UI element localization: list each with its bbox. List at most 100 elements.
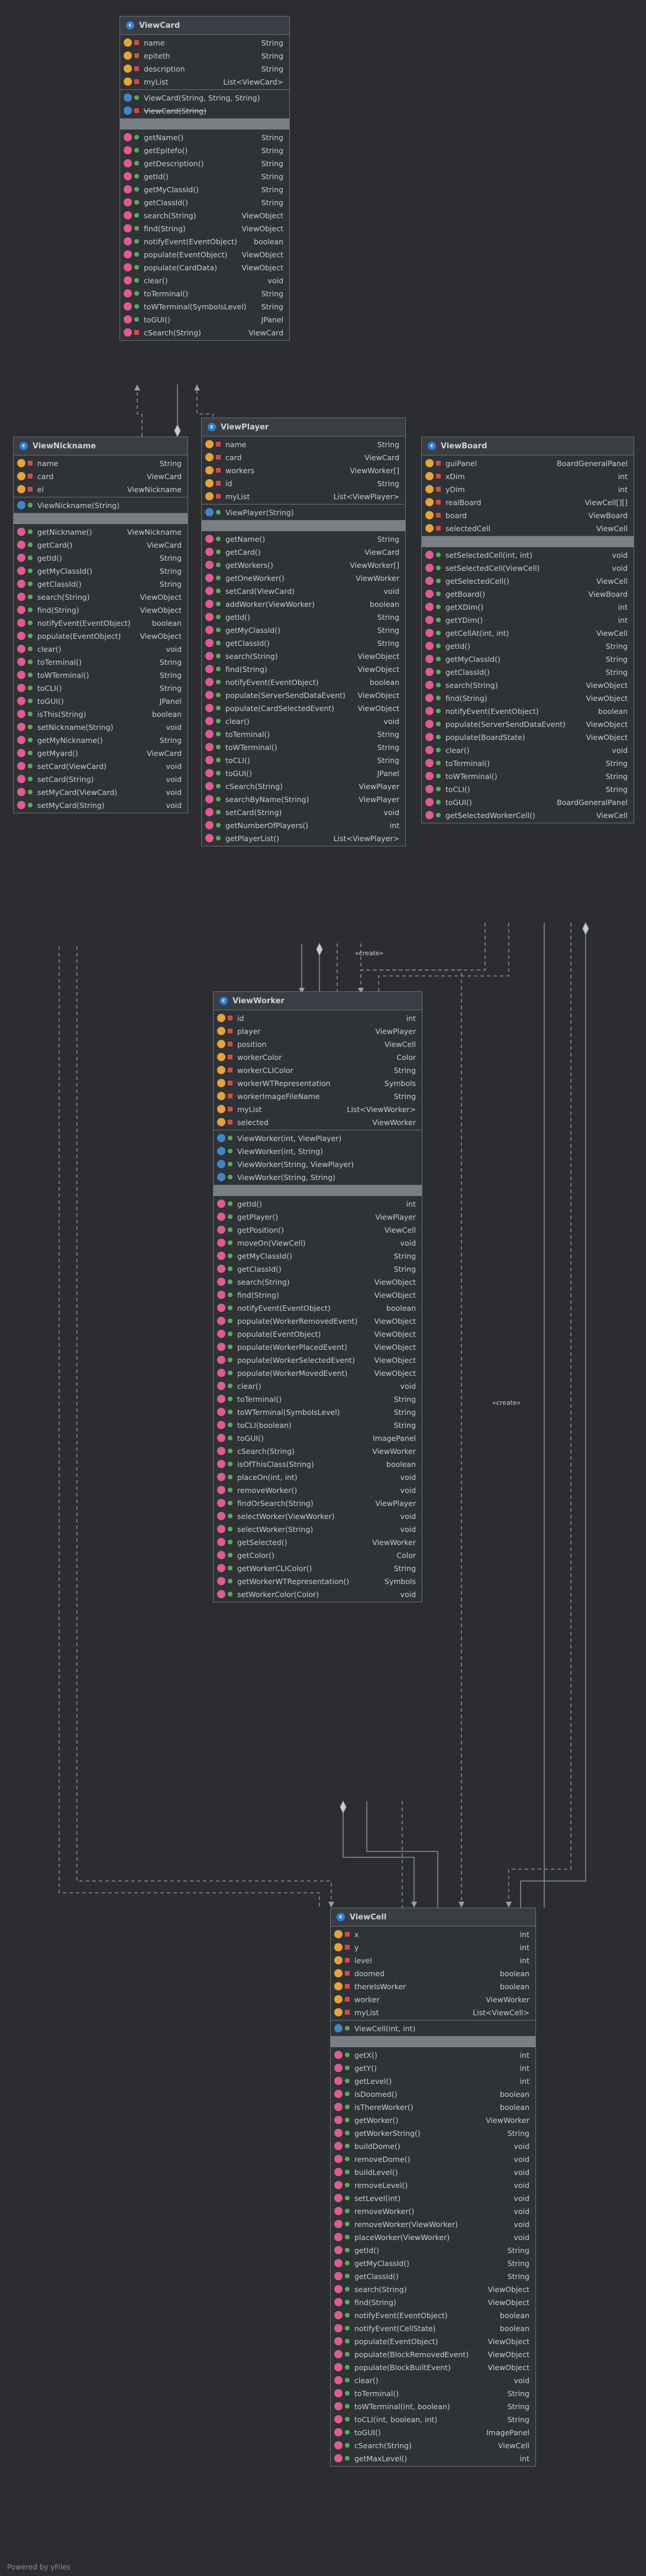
method-row[interactable]: populate(ServerSendDataEvent)ViewObject — [202, 689, 405, 702]
method-row[interactable]: setCard(String)void — [14, 773, 188, 786]
method-row[interactable]: setNickname(String)void — [14, 720, 188, 733]
method-row[interactable]: notifyEvent(EventObject)boolean — [331, 2309, 535, 2322]
method-row[interactable]: toTerminal()String — [214, 1392, 422, 1405]
method-row[interactable]: getWorkers()ViewWorker[] — [202, 558, 405, 571]
method-row[interactable]: isThereWorker()boolean — [331, 2100, 535, 2113]
method-row[interactable]: setWorkerColor(Color)void — [214, 1588, 422, 1601]
method-row[interactable]: populate(WorkerSelectedEvent)ViewObject — [214, 1353, 422, 1366]
method-row[interactable]: removeWorker()void — [214, 1483, 422, 1497]
method-row[interactable]: getMyard()ViewCard — [14, 746, 188, 759]
method-row[interactable]: find(String)ViewObject — [331, 2296, 535, 2309]
method-row[interactable]: getMyClassId()String — [331, 2257, 535, 2270]
method-row[interactable]: populate(WorkerPlacedEvent)ViewObject — [214, 1340, 422, 1353]
method-row[interactable]: buildLevel()void — [331, 2165, 535, 2179]
method-row[interactable]: toWTerminal(int, boolean)String — [331, 2400, 535, 2413]
method-row[interactable]: getId()int — [214, 1197, 422, 1210]
method-row[interactable]: toGUI()BoardGeneralPanel — [422, 796, 634, 809]
method-row[interactable]: populate(BlockRemovedEvent)ViewObject — [331, 2348, 535, 2361]
method-row[interactable]: toTerminal()String — [120, 287, 289, 300]
method-row[interactable]: toCLI()String — [202, 754, 405, 767]
method-row[interactable]: toWTerminal(SymbolsLevel)String — [214, 1405, 422, 1418]
method-row[interactable]: search(String)ViewObject — [214, 1275, 422, 1288]
method-row[interactable]: toWTerminal()String — [422, 770, 634, 783]
method-row[interactable]: setCard(ViewCard)void — [202, 584, 405, 597]
method-row[interactable]: setMyCard(ViewCard)void — [14, 786, 188, 799]
method-row[interactable]: getId()String — [14, 551, 188, 564]
method-row[interactable]: getClassId()String — [422, 665, 634, 678]
method-row[interactable]: getMyClassId()String — [14, 564, 188, 577]
method-row[interactable]: toTerminal()String — [331, 2387, 535, 2400]
method-row[interactable]: cSearch(String)ViewPlayer — [202, 780, 405, 793]
method-row[interactable]: getName()String — [202, 532, 405, 545]
method-row[interactable]: getMyClassId()String — [422, 652, 634, 665]
method-row[interactable]: getMyClassId()String — [120, 183, 289, 196]
method-row[interactable]: populate(WorkerMovedEvent)ViewObject — [214, 1366, 422, 1379]
method-row[interactable]: find(String)ViewObject — [120, 222, 289, 235]
method-row[interactable]: populate(WorkerRemovedEvent)ViewObject — [214, 1314, 422, 1327]
method-row[interactable]: getSelected()ViewWorker — [214, 1536, 422, 1549]
method-row[interactable]: getMyClassId()String — [202, 623, 405, 636]
method-row[interactable]: populate(EventObject)ViewObject — [120, 248, 289, 261]
method-row[interactable]: toTerminal()String — [422, 757, 634, 770]
method-row[interactable]: getCard()ViewCard — [202, 545, 405, 558]
method-row[interactable]: getLevel()int — [331, 2074, 535, 2087]
method-row[interactable]: isDoomed()boolean — [331, 2087, 535, 2100]
method-row[interactable]: search(String)ViewObject — [331, 2283, 535, 2296]
method-row[interactable]: removeWorker()void — [331, 2205, 535, 2218]
method-row[interactable]: populate(ServerSendDataEvent)ViewObject — [422, 717, 634, 731]
method-row[interactable]: populate(CardSelectedEvent)ViewObject — [202, 702, 405, 715]
method-row[interactable]: getId()String — [120, 170, 289, 183]
method-row[interactable]: getClassId()String — [14, 577, 188, 590]
method-row[interactable]: getPlayer()ViewPlayer — [214, 1210, 422, 1223]
method-row[interactable]: clear()void — [14, 642, 188, 655]
method-row[interactable]: toCLI(boolean)String — [214, 1418, 422, 1431]
method-row[interactable]: getId()String — [331, 2244, 535, 2257]
method-row[interactable]: getBoard()ViewBoard — [422, 587, 634, 600]
method-row[interactable]: getX()int — [331, 2048, 535, 2061]
method-row[interactable]: isOfThisClass(String)boolean — [214, 1457, 422, 1470]
method-row[interactable]: searchByName(String)ViewPlayer — [202, 793, 405, 806]
method-row[interactable]: getXDim()int — [422, 600, 634, 613]
method-row[interactable]: clear()void — [214, 1379, 422, 1392]
method-row[interactable]: getWorkerString()String — [331, 2126, 535, 2139]
method-row[interactable]: find(String)ViewObject — [422, 691, 634, 704]
method-row[interactable]: cSearch(String)ViewCard — [120, 326, 289, 339]
method-row[interactable]: notifyEvent(EventObject)boolean — [422, 704, 634, 717]
method-row[interactable]: find(String)ViewObject — [14, 603, 188, 616]
method-row[interactable]: toCLI()String — [14, 681, 188, 694]
method-row[interactable]: populate(EventObject)ViewObject — [214, 1327, 422, 1340]
constructor-row[interactable]: ViewNickname(String) — [14, 499, 188, 512]
method-row[interactable]: populate(BoardState)ViewObject — [422, 731, 634, 744]
method-row[interactable]: buildDome()void — [331, 2139, 535, 2152]
method-row[interactable]: search(String)ViewObject — [120, 209, 289, 222]
method-row[interactable]: toGUI()ImagePanel — [214, 1431, 422, 1444]
method-row[interactable]: getSelectedWorkerCell()ViewCell — [422, 809, 634, 822]
method-row[interactable]: moveOn(ViewCell)void — [214, 1236, 422, 1249]
method-row[interactable]: cSearch(String)ViewCell — [331, 2439, 535, 2452]
method-row[interactable]: notifyEvent(EventObject)boolean — [120, 235, 289, 248]
constructor-row[interactable]: ViewWorker(int, String) — [214, 1145, 422, 1158]
